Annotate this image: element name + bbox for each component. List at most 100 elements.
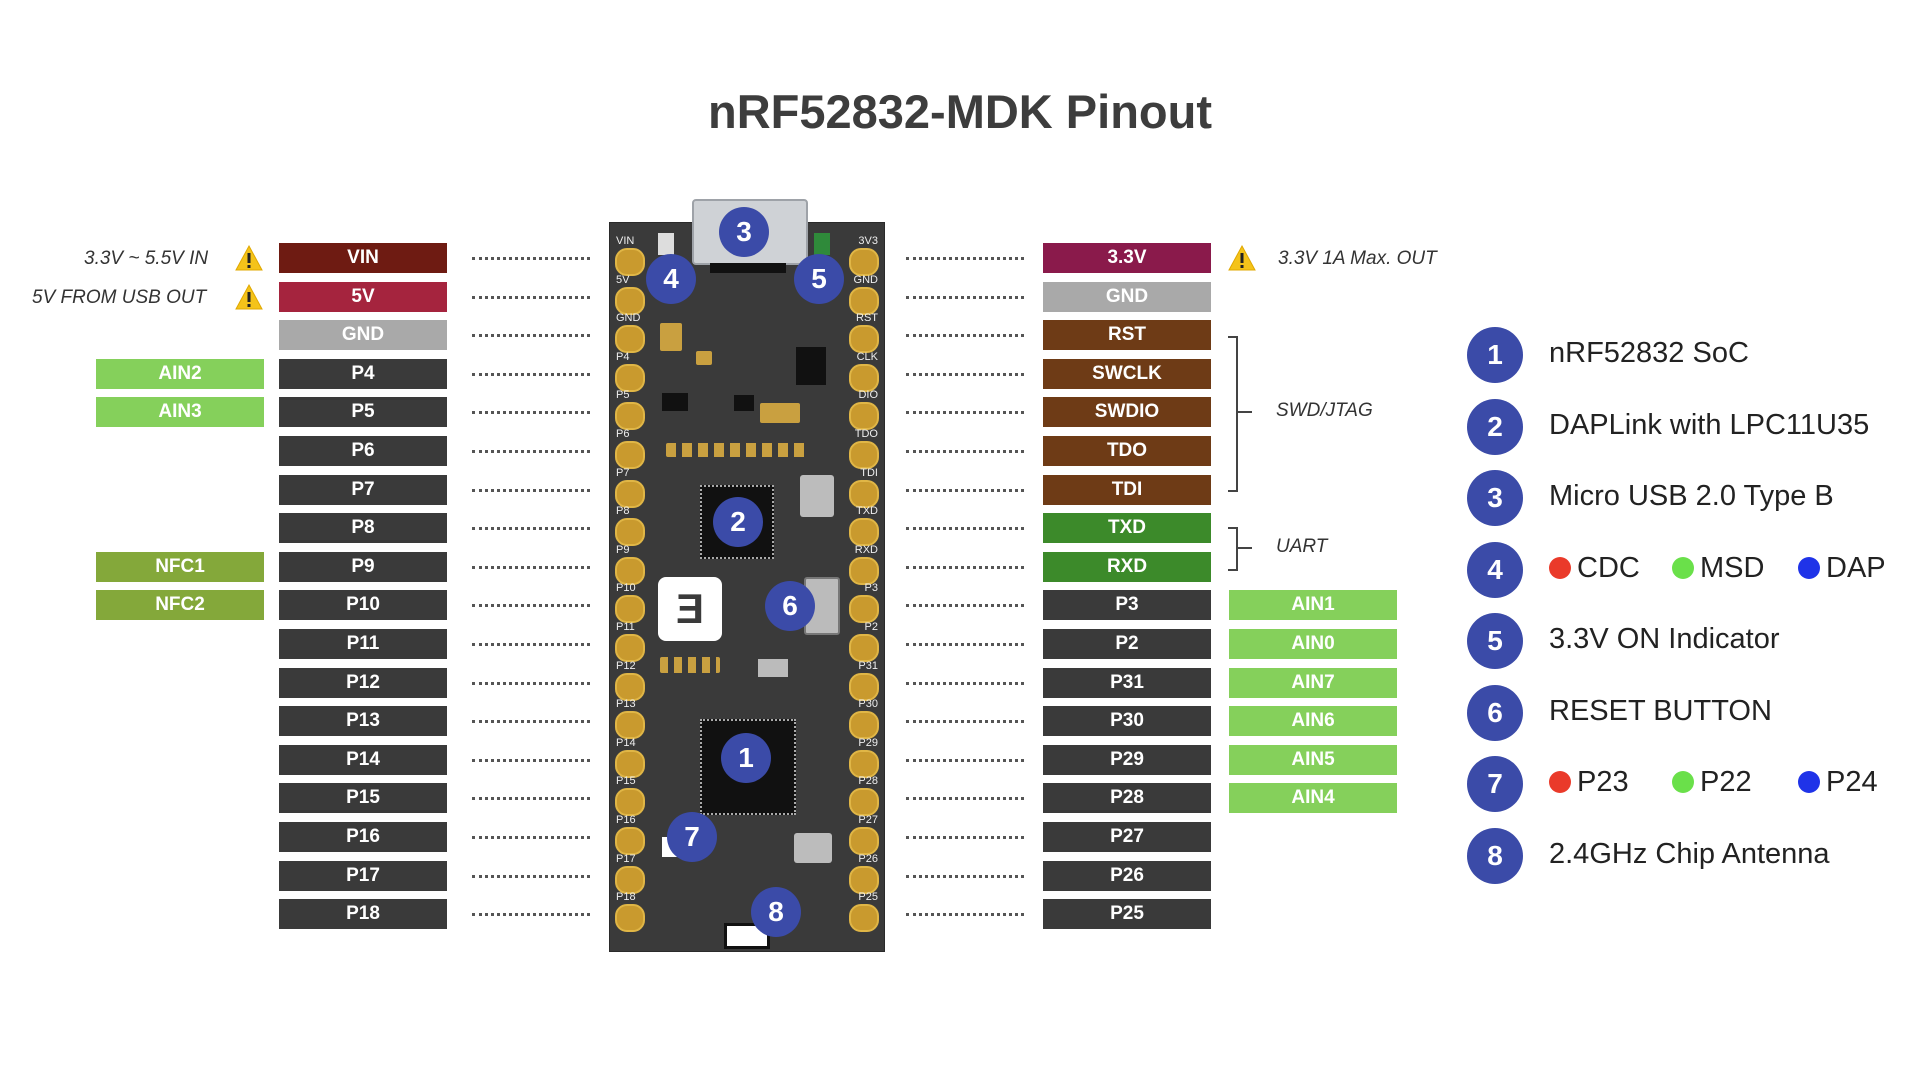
leader-line-left: [472, 565, 590, 569]
legend-color-item: P24: [1798, 766, 1878, 799]
color-dot-icon: [1549, 556, 1571, 579]
legend-item-label: P24: [1826, 766, 1878, 798]
silk-label-left: P17: [616, 852, 636, 865]
leader-line-left: [472, 527, 590, 531]
crystal: [794, 833, 832, 863]
pin-pad-left: [615, 827, 645, 855]
legend-badge-2: 2: [1467, 398, 1523, 455]
pin-label-right: P2: [1043, 629, 1211, 659]
board-badge-5: 5: [794, 254, 844, 304]
leader-line-right: [906, 913, 1024, 917]
leader-line-right: [906, 874, 1024, 878]
silk-label-right: P26: [858, 852, 878, 865]
silk-label-left: P4: [616, 350, 630, 363]
silk-label-left: P11: [616, 621, 635, 633]
pin-pad-right: [849, 672, 879, 701]
pin-label-right: TXD: [1043, 513, 1211, 544]
uart-bracket: [1228, 527, 1238, 571]
pin-label-right: RXD: [1043, 551, 1211, 582]
pin-label-right: P3: [1043, 590, 1211, 621]
silk-label-right: CLK: [856, 350, 878, 363]
leader-line-left: [472, 681, 590, 685]
component: [758, 659, 788, 677]
silk-label-left: P14: [616, 736, 636, 749]
silk-label-left: GND: [616, 312, 641, 325]
legend-badge-1: 1: [1467, 327, 1523, 383]
pin-label-right: P31: [1043, 667, 1211, 698]
silk-label-right: GND: [853, 273, 878, 286]
pin-label-right: SWCLK: [1043, 358, 1211, 389]
silk-label-right: RST: [856, 312, 878, 325]
alt-function-right: AIN5: [1229, 744, 1397, 775]
pin-label-left: P12: [279, 667, 447, 698]
legend-text-2: DAPLink with LPC11U35: [1549, 408, 1870, 441]
pin-label-right: P27: [1043, 822, 1211, 852]
legend-text-1: nRF52832 SoC: [1549, 337, 1749, 369]
leader-line-left: [472, 257, 590, 260]
pin-pad-right: [849, 325, 879, 354]
alt-function-right: AIN7: [1229, 667, 1397, 698]
pin-label-left: P14: [279, 744, 447, 775]
pin-pad-right: [849, 711, 879, 740]
alt-function-right: AIN0: [1229, 629, 1397, 659]
pin-pad-left: [615, 788, 645, 817]
pin-pad-left: [615, 441, 645, 469]
usb-out-note: 5V FROM USB OUT: [32, 287, 207, 308]
legend-color-item: CDC: [1549, 552, 1640, 585]
page-title: nRF52832-MDK Pinout: [708, 85, 1212, 138]
pin-label-left: P4: [279, 358, 447, 389]
legend-color-item: P23: [1549, 766, 1629, 799]
leader-line-left: [472, 450, 590, 453]
leader-line-right: [906, 450, 1024, 453]
alt-function-left: AIN3: [96, 397, 264, 428]
legend-badge-4: 4: [1467, 541, 1523, 598]
pin-pad-right: [849, 518, 879, 547]
silk-label-left: P8: [616, 505, 630, 518]
pin-label-left: P6: [279, 436, 447, 466]
pin-pad-left: [615, 904, 645, 933]
leader-line-left: [472, 643, 590, 646]
pin-label-right: P29: [1043, 744, 1211, 775]
leader-line-right: [906, 758, 1024, 762]
component: [760, 403, 800, 423]
pin-pad-right: [849, 402, 879, 431]
pin-label-left: P5: [279, 397, 447, 428]
silk-label-right: P25: [858, 891, 878, 904]
alt-function-left: NFC2: [96, 590, 264, 621]
pin-label-left: VIN: [279, 243, 447, 273]
silk-label-right: 3V3: [858, 235, 878, 247]
leader-line-left: [472, 604, 590, 608]
pin-label-left: P17: [279, 860, 447, 891]
leader-line-left: [472, 797, 590, 801]
legend-item-label: CDC: [1577, 551, 1640, 584]
legend-item-label: P23: [1577, 766, 1629, 798]
pin-label-left: P9: [279, 551, 447, 582]
resistor-array: [666, 443, 806, 457]
leader-line-right: [906, 257, 1024, 260]
color-dot-icon: [1549, 771, 1571, 793]
silk-label-left: P6: [616, 428, 630, 440]
pin-label-right: P25: [1043, 899, 1211, 930]
silk-label-left: P18: [616, 891, 636, 904]
pin-label-left: P15: [279, 783, 447, 814]
brand-logo: Ǝ: [658, 577, 722, 641]
swd-bracket-tick: [1238, 411, 1252, 413]
board-badge-6: 6: [765, 581, 815, 631]
swd-bracket: [1228, 336, 1238, 492]
transistor: [662, 393, 688, 411]
pin-pad-right: [849, 556, 879, 585]
pin-pad-left: [615, 556, 645, 585]
leader-line-right: [906, 836, 1024, 839]
silk-label-left: P12: [616, 659, 636, 672]
pin-pad-right: [849, 749, 879, 778]
silk-label-right: P28: [858, 775, 878, 788]
vin-note: 3.3V ~ 5.5V IN: [84, 248, 209, 269]
pin-label-left: P18: [279, 899, 447, 930]
pin-pad-right: [849, 479, 879, 508]
leader-line-right: [906, 488, 1024, 492]
silk-label-right: DIO: [858, 389, 878, 402]
pin-label-right: P30: [1043, 706, 1211, 737]
board-badge-3: 3: [719, 207, 769, 257]
silk-label-right: P2: [864, 621, 878, 633]
